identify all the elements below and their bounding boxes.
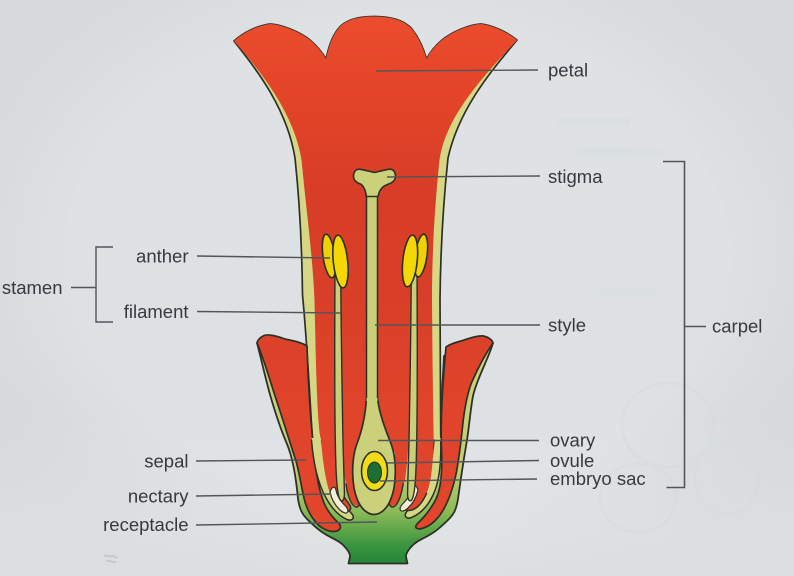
- svg-text:stamen: stamen: [2, 277, 63, 298]
- svg-text:style: style: [548, 315, 586, 336]
- svg-text:sepal: sepal: [144, 451, 188, 472]
- svg-text:petal: petal: [548, 60, 588, 81]
- svg-text:anther: anther: [136, 246, 188, 267]
- svg-text:carpel: carpel: [712, 316, 762, 337]
- svg-text:stigma: stigma: [548, 166, 603, 187]
- svg-text:receptacle: receptacle: [103, 514, 188, 535]
- svg-text:filament: filament: [124, 301, 189, 322]
- svg-text:nectary: nectary: [128, 486, 189, 507]
- svg-text:ovary: ovary: [550, 430, 596, 451]
- svg-text:embryo sac: embryo sac: [550, 468, 646, 489]
- svg-text:ovule: ovule: [550, 450, 594, 471]
